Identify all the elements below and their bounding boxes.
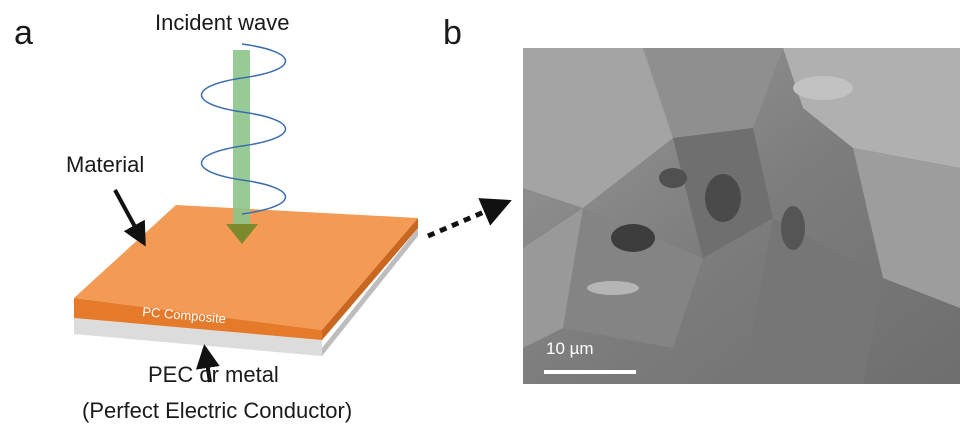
sem-texture	[523, 48, 960, 384]
pec-layer-right	[322, 228, 418, 356]
sem-micrograph: 10 µm	[523, 48, 960, 384]
scale-bar-label: 10 µm	[546, 339, 594, 358]
beam-arrowhead	[226, 224, 258, 244]
panel-label-a: a	[14, 14, 33, 52]
composite-top	[74, 205, 418, 330]
panel-label-b: b	[443, 14, 462, 52]
pec-description: (Perfect Electric Conductor)	[82, 398, 353, 423]
incident-beam	[233, 50, 250, 226]
diagram-panel-a: PC Composite	[74, 43, 512, 383]
pec-label: PEC or metal	[148, 362, 279, 387]
composite-label: PC Composite	[142, 304, 227, 326]
dotted-arrow	[427, 198, 512, 239]
incident-wave-label: Incident wave	[155, 10, 290, 35]
material-label: Material	[66, 152, 145, 177]
pec-arrow	[195, 344, 220, 383]
incident-wave-curve	[200, 43, 287, 215]
composite-right	[322, 218, 418, 340]
material-arrow	[113, 189, 146, 247]
composite-front	[74, 298, 322, 340]
scale-bar	[544, 370, 636, 374]
